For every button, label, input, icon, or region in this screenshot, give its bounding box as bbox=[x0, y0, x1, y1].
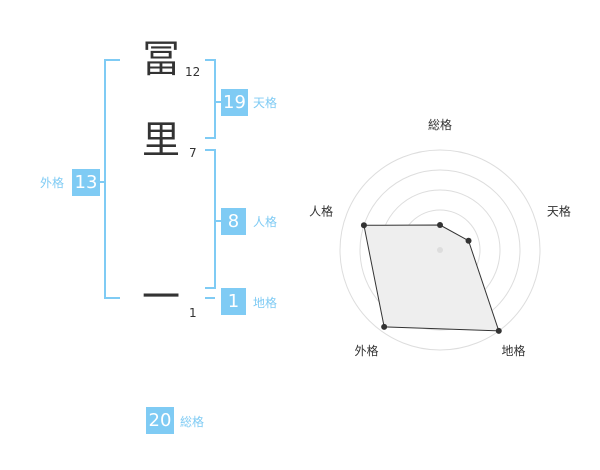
radar-point-4 bbox=[360, 222, 367, 229]
gaikaku-bracket bbox=[104, 59, 120, 299]
stroke-count-3: 1 bbox=[189, 306, 197, 320]
chikaku-value: 1 bbox=[221, 288, 246, 315]
jinkaku-label: 人格 bbox=[253, 215, 278, 229]
radar-ring bbox=[339, 149, 541, 351]
radar-axis-label: 人格 bbox=[309, 203, 333, 218]
gaikaku-label: 外格 bbox=[40, 176, 65, 190]
name-char-1: 冨 bbox=[142, 37, 181, 81]
tenkaku-label: 天格 bbox=[253, 96, 278, 110]
soukaku-label: 総格 bbox=[180, 415, 205, 429]
radar-point-1 bbox=[465, 237, 472, 244]
jinkaku-bracket bbox=[205, 149, 216, 289]
tenkaku-bracket bbox=[205, 59, 216, 139]
radar-polygon bbox=[363, 224, 500, 332]
soukaku-value: 20 bbox=[146, 407, 174, 434]
jinkaku-value: 8 bbox=[221, 208, 246, 235]
radar-axis-label: 外格 bbox=[355, 343, 379, 358]
name-char-2: 里 bbox=[142, 118, 181, 162]
stroke-count-1: 12 bbox=[185, 65, 201, 79]
radar-center bbox=[437, 247, 443, 253]
radar-axis-label: 天格 bbox=[547, 203, 571, 218]
radar-point-2 bbox=[495, 327, 502, 334]
radar-ring bbox=[359, 169, 521, 331]
radar-point-0 bbox=[437, 222, 443, 228]
tenkaku-value: 19 bbox=[221, 89, 248, 116]
radar-axis-label: 地格 bbox=[501, 343, 525, 358]
gaikaku-value: 13 bbox=[72, 169, 100, 196]
radar-point-3 bbox=[381, 323, 388, 330]
radar-axis-label: 総格 bbox=[428, 117, 452, 132]
chikaku-label: 地格 bbox=[253, 296, 278, 310]
stroke-count-2: 7 bbox=[189, 146, 197, 160]
name-char-3: 一 bbox=[142, 275, 181, 319]
